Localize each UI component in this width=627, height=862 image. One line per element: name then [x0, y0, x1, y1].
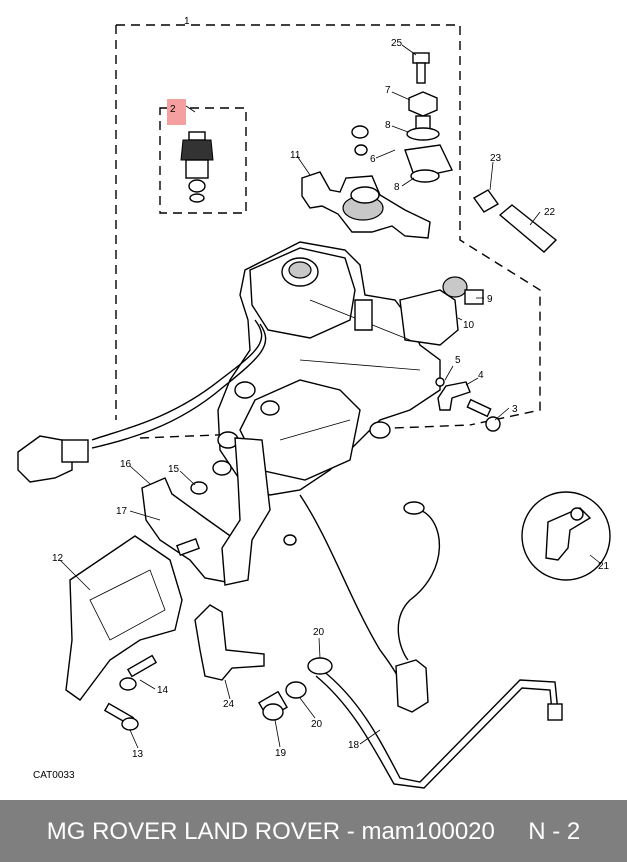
banjo-bolt-stack: [351, 52, 454, 183]
callout-23: 23: [490, 153, 502, 164]
callout-8b: 8: [394, 182, 400, 193]
callout-21: 21: [598, 561, 610, 572]
callout-25: 25: [391, 38, 403, 49]
fuel-pipe-18: [258, 657, 563, 789]
footer-brand: MG ROVER LAND ROVER - mam100020: [46, 818, 495, 845]
footer-bar: MG ROVER LAND ROVER - mam100020 N - 2: [0, 800, 627, 862]
injection-pump-body: [212, 241, 484, 496]
inset-part-21: [521, 491, 611, 581]
callout-4: 4: [478, 370, 484, 381]
callout-16: 16: [120, 459, 132, 470]
callout-10: 10: [463, 320, 475, 331]
callout-2: 2: [170, 104, 176, 115]
callout-1: 1: [184, 16, 190, 27]
footer-page: N - 2: [528, 818, 581, 845]
callout-17: 17: [116, 506, 128, 517]
lever-part-11: [301, 171, 431, 239]
callout-11: 11: [290, 150, 301, 161]
callout-9: 9: [487, 294, 493, 305]
bolts-13-14: [103, 654, 158, 731]
callout-15: 15: [168, 464, 180, 475]
callout-labels: 1 2 3 4 5 6 7 8 8 9 10 11 12 13 14 15 16…: [33, 16, 610, 781]
callout-14: 14: [157, 685, 169, 696]
pump-bracket: [141, 437, 297, 586]
callout-18: 18: [348, 740, 360, 751]
bracket-24: [194, 604, 265, 681]
callout-13: 13: [132, 749, 144, 760]
callout-6: 6: [370, 154, 376, 165]
exploded-diagram: .ln { fill:none; stroke:#000; stroke-wid…: [17, 16, 611, 789]
mounting-bracket-12: [65, 535, 183, 701]
callout-3: 3: [512, 404, 518, 415]
catalog-reference: CAT0033: [33, 770, 75, 781]
callout-20a: 20: [313, 627, 325, 638]
callout-24: 24: [223, 699, 235, 710]
callout-19: 19: [275, 748, 287, 759]
diagram-svg: .ln { fill:none; stroke:#000; stroke-wid…: [17, 16, 611, 789]
clip-and-bolt: [435, 377, 501, 432]
hose-and-clamp: [472, 189, 558, 253]
callout-7: 7: [385, 85, 391, 96]
callout-5: 5: [455, 355, 461, 366]
callout-22: 22: [544, 207, 556, 218]
callout-8a: 8: [385, 120, 391, 131]
ground-lead-and-connector: [299, 494, 441, 713]
wiring-harness-left: [17, 319, 267, 483]
callout-20b: 20: [311, 719, 323, 730]
sensor-part-2: [167, 99, 214, 203]
leader-lines: [59, 44, 601, 749]
callout-12: 12: [52, 553, 64, 564]
footer-caption: MG ROVER LAND ROVER - mam100020 N - 2: [0, 818, 627, 846]
